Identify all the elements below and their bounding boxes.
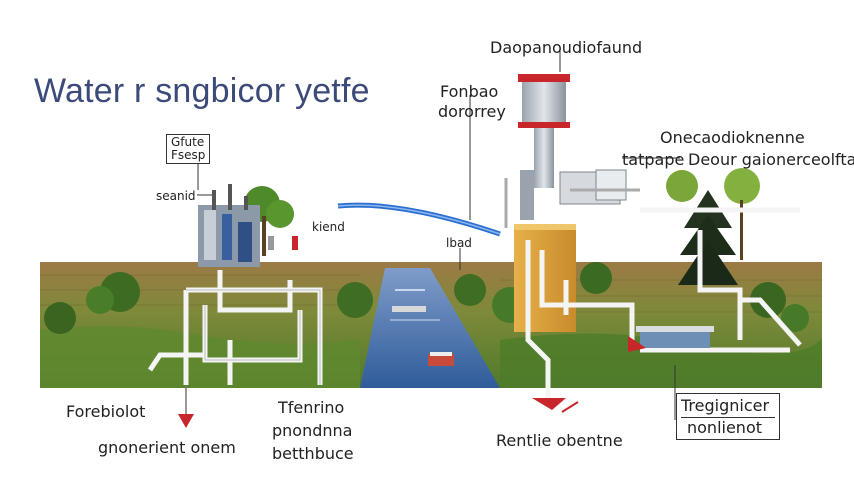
label-box-bottom-right: Tregignicer nonlienot xyxy=(676,393,780,440)
label-tower-1: Fonbao xyxy=(440,82,499,101)
trees xyxy=(44,168,809,334)
blue-transfer-pipe xyxy=(337,202,501,237)
label-mid-small: kiend xyxy=(312,220,345,234)
left-pipe-outlines xyxy=(186,289,321,385)
right-basin xyxy=(628,326,714,352)
label-bottom-center: Rentlie obentne xyxy=(496,431,623,450)
central-tower xyxy=(504,74,640,228)
page-title: Water r sngbicor yetfe xyxy=(34,72,370,110)
label-bottom-mid-2: pnondnna xyxy=(272,421,353,440)
label-top-right: Daopanoudiofaund xyxy=(490,38,643,57)
label-box-left: Gfute Fsesp xyxy=(166,134,211,164)
river xyxy=(360,268,500,388)
label-bottom-mid-1: Tfenrino xyxy=(278,398,345,417)
label-left-small: seanid xyxy=(156,189,196,203)
orange-tank xyxy=(514,224,576,332)
label-bottom-left-1: Forebiolot xyxy=(66,402,146,421)
left-treatment-plant xyxy=(198,184,298,267)
label-bottom-left-2: gnonerient onem xyxy=(98,438,236,457)
label-bottom-mid-3: betthbuce xyxy=(272,444,354,463)
label-bottom-right-2: nonlienot xyxy=(687,418,763,437)
label-tower-2: dororrey xyxy=(438,102,506,121)
label-right-heading: Onecaodioknenne xyxy=(660,128,805,147)
label-bottom-right-1: Tregignicer xyxy=(681,396,775,418)
label-box-left-line-1: Gfute xyxy=(171,135,205,149)
label-pointers xyxy=(197,48,680,420)
label-box-left-line-2: Fsesp xyxy=(171,148,206,162)
left-outlet-marker xyxy=(178,414,194,428)
label-right-sub-a: tatpape xyxy=(622,150,685,169)
center-outlet-marker xyxy=(532,398,566,410)
label-river-small: lbad xyxy=(446,236,472,250)
label-right-sub-b: Deour gaionerceolfta xyxy=(688,150,854,169)
right-pipe-network xyxy=(525,207,802,400)
